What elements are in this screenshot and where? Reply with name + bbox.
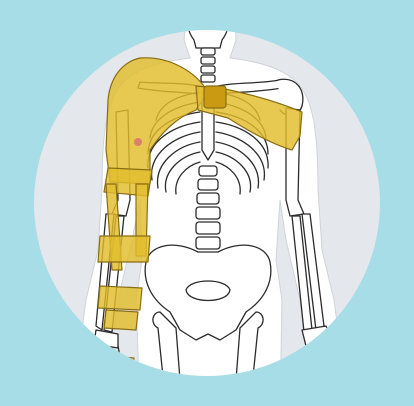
shoulder-marker-dot: [134, 138, 142, 146]
brace-forearm-cuff: [98, 236, 150, 262]
brace-lower-band: [98, 286, 142, 310]
brace-wrist-strap: [104, 310, 138, 330]
pelvic-inlet: [186, 281, 230, 301]
brace-buckle: [204, 86, 226, 108]
